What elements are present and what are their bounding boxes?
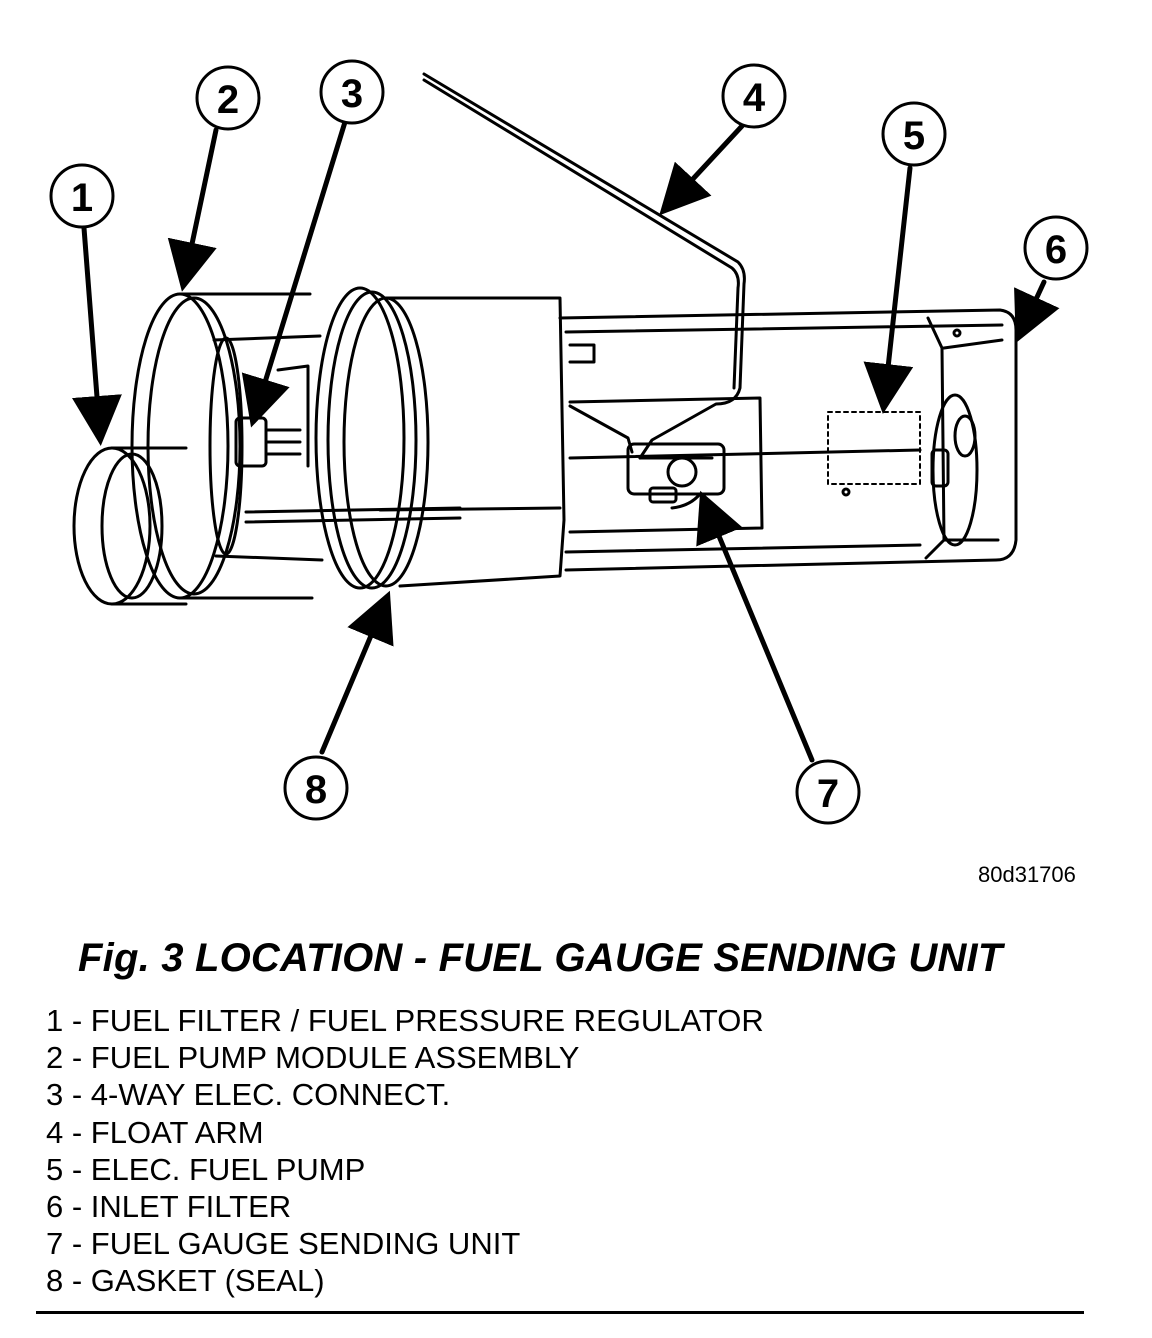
callout-arrow-6 [1014, 279, 1060, 344]
figure-caption: Fig. 3 LOCATION - FUEL GAUGE SENDING UNI… [78, 936, 1003, 980]
bottom-divider [36, 1311, 1084, 1314]
callout-number-1: 1 [71, 176, 93, 220]
callout-circle-5 [881, 101, 947, 167]
legend-item: 1 - FUEL FILTER / FUEL PRESSURE REGULATO… [46, 1003, 764, 1038]
legend-item: 8 - GASKET (SEAL) [46, 1263, 325, 1299]
callout-arrow-8 [319, 590, 394, 755]
callout-arrow-5 [863, 165, 914, 414]
fuel-gauge-sending-unit [626, 442, 726, 510]
callout-circle-6 [1023, 215, 1089, 281]
callout-number-6: 6 [1045, 228, 1067, 272]
gasket-seal [314, 286, 430, 590]
legend-item: 6 - INLET FILTER [46, 1189, 292, 1225]
callout-arrow-3 [241, 119, 348, 428]
parts-legend: 1 - FUEL FILTER / FUEL PRESSURE REGULATO… [46, 1002, 764, 1300]
figure-id: 80d31706 [978, 862, 1076, 887]
callout-number-7: 7 [817, 772, 839, 816]
float-arm-rod [422, 72, 746, 460]
module-assembly-flange [130, 292, 324, 600]
callout-arrow-2 [167, 127, 219, 292]
fuel-pump-module-illustration: 1 2 3 4 5 6 7 8 [49, 59, 1089, 825]
legend-item: 4 - FLOAT ARM [46, 1114, 264, 1150]
legend-item: 2 - FUEL PUMP MODULE ASSEMBLY [46, 1040, 580, 1076]
callout-circle-7 [795, 759, 861, 825]
legend-item: 5 - ELEC. FUEL PUMP [46, 1151, 366, 1187]
callout-number-4: 4 [743, 76, 766, 120]
electric-fuel-pump [827, 411, 921, 497]
legend-item: 7 - FUEL GAUGE SENDING UNIT [46, 1226, 521, 1262]
callout-number-5: 5 [903, 114, 925, 158]
callout-circle-2 [195, 65, 261, 131]
callout-arrow-4 [659, 123, 745, 216]
callout-circle-8 [283, 755, 349, 821]
callout-number-8: 8 [305, 768, 327, 812]
callout-number-3: 3 [341, 72, 363, 116]
callout-arrow-7 [696, 490, 815, 763]
legend-item: 3 - 4-WAY ELEC. CONNECT. [46, 1077, 451, 1113]
callout-circle-4 [721, 63, 787, 129]
fuel-filter-regulator [72, 446, 188, 606]
callout-circle-3 [319, 59, 385, 125]
callout-arrow-1 [72, 225, 122, 446]
mounting-cylinder [378, 296, 566, 588]
callout-circle-1 [49, 163, 115, 229]
callout-number-2: 2 [217, 78, 239, 122]
